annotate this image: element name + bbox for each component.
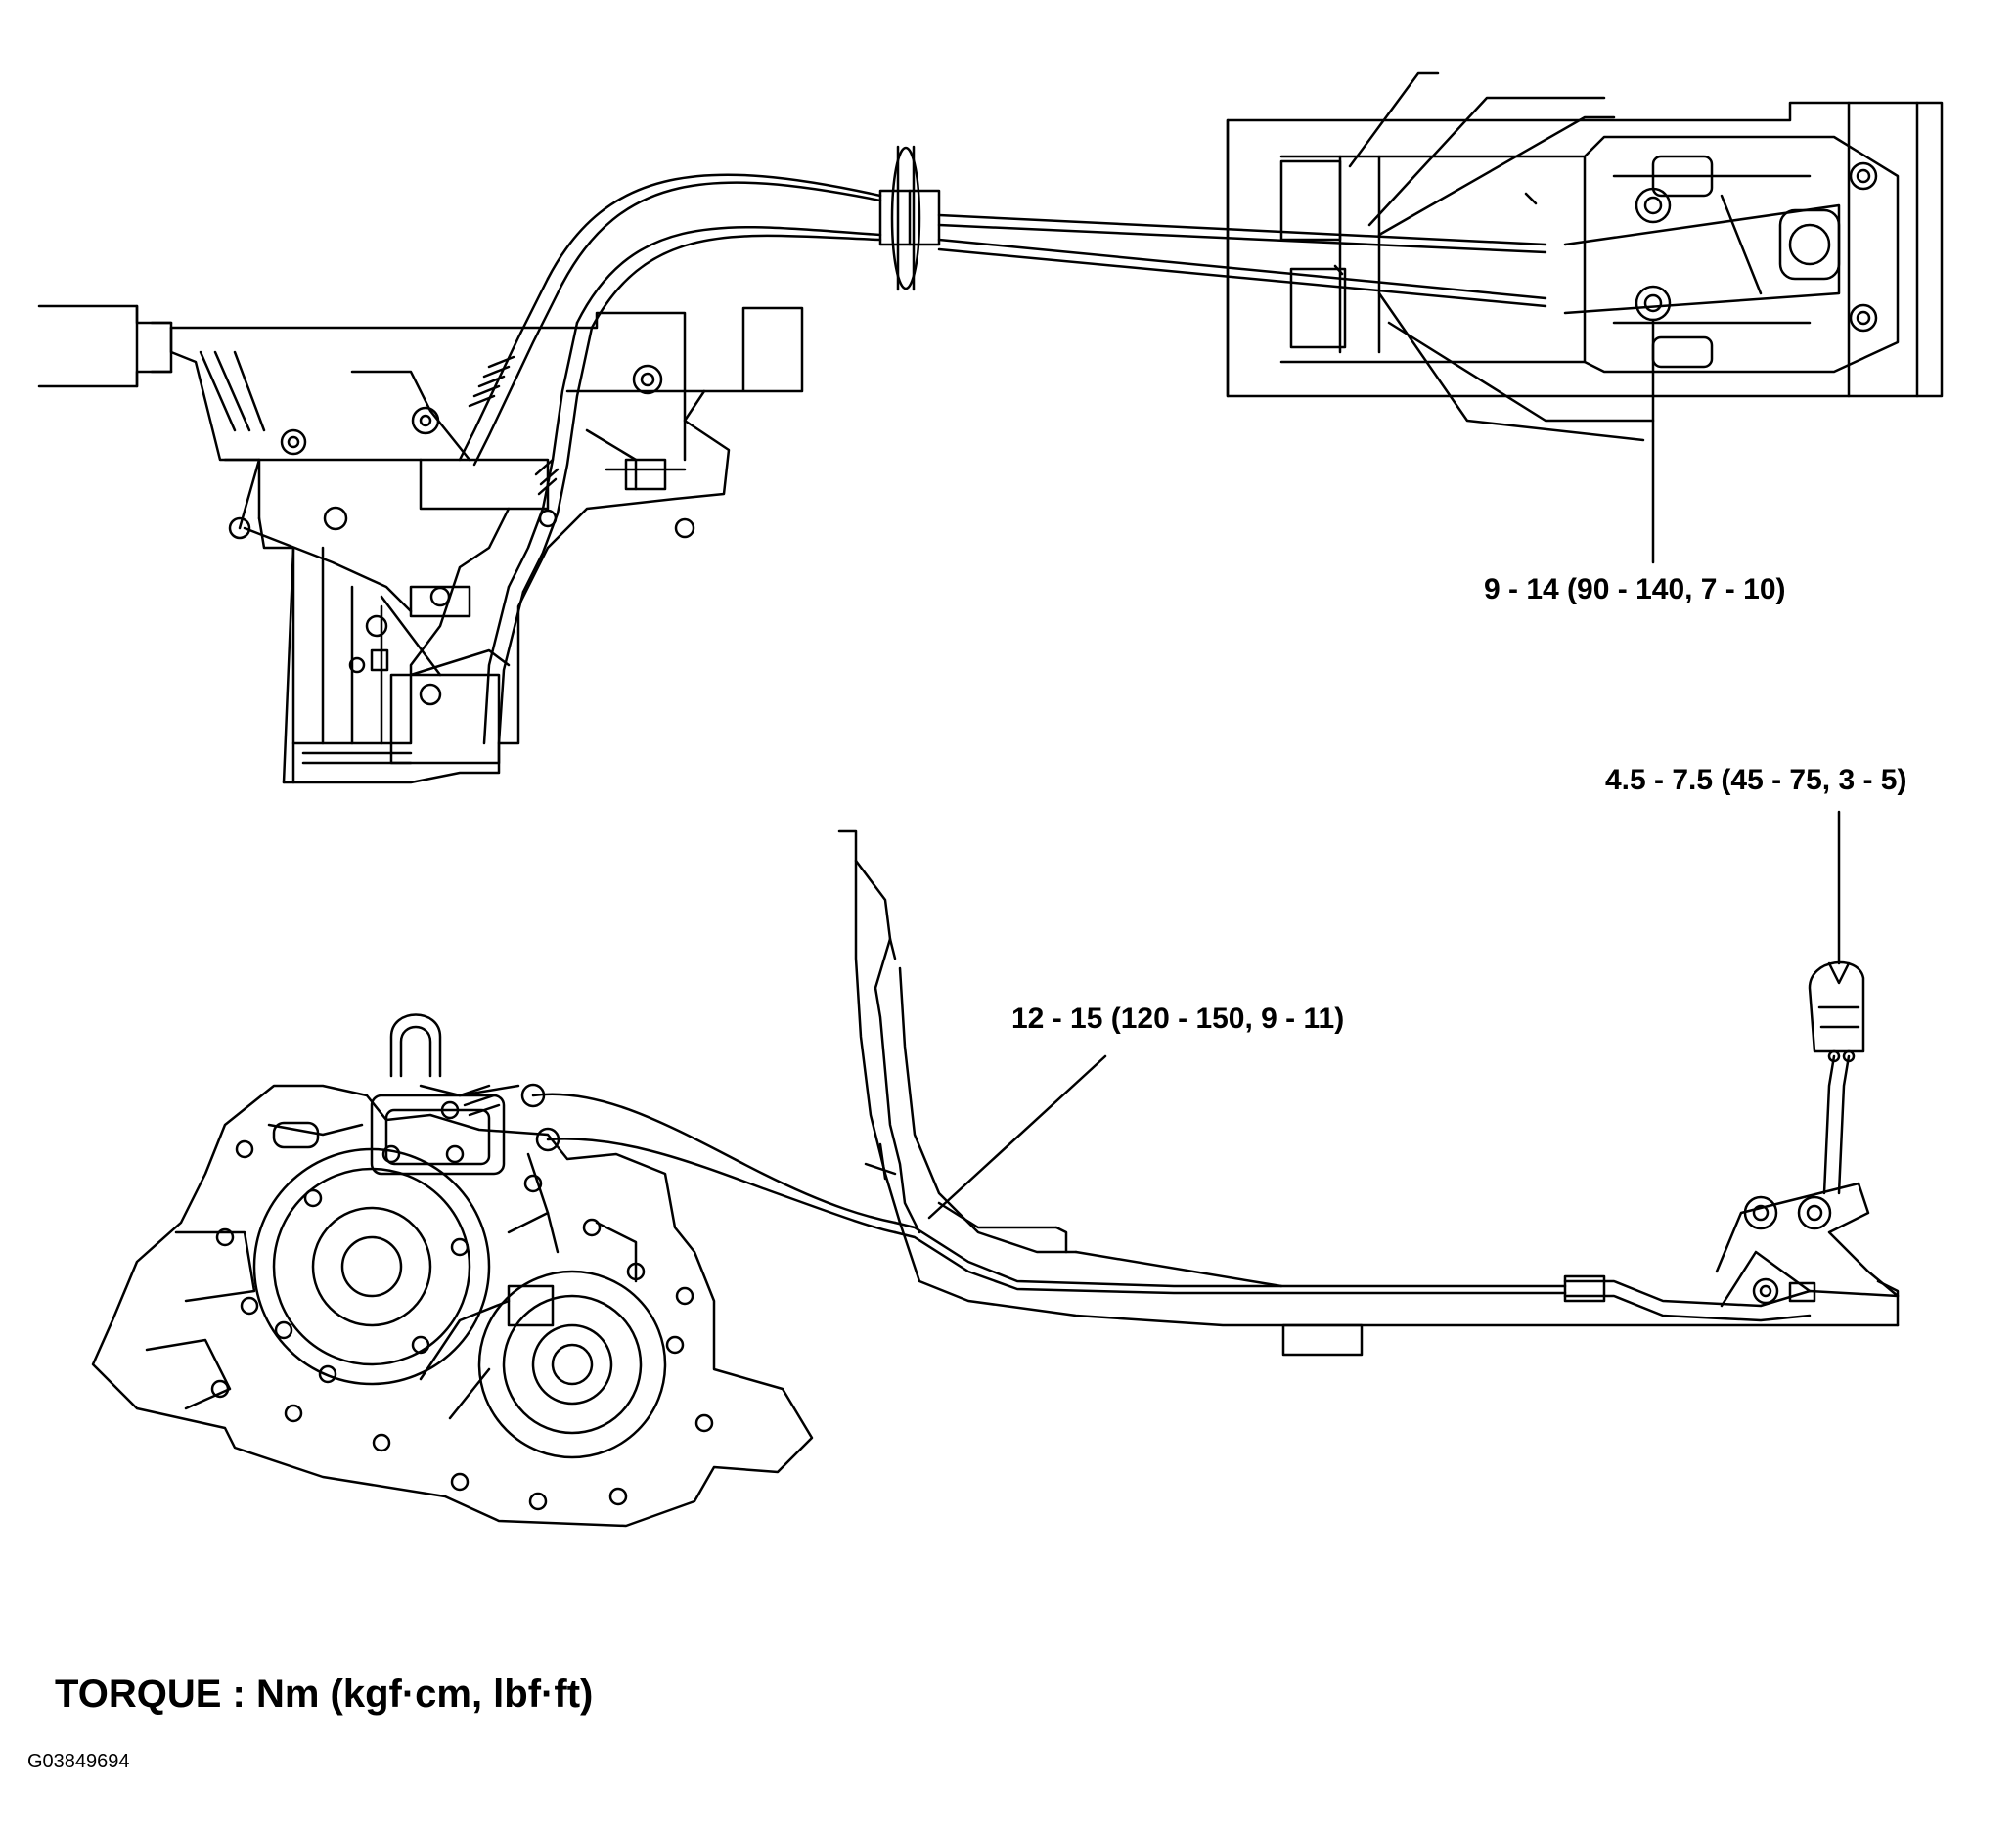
grommet-assembly: [878, 145, 941, 291]
torque-units-legend: TORQUE : Nm (kgf·cm, lbf·ft): [55, 1673, 594, 1716]
torque-callout-shifter-bolt: 9 - 14 (90 - 140, 7 - 10): [1484, 573, 1786, 605]
shifter-base-top-view: [1226, 71, 1944, 442]
floor-panel-section: [837, 829, 1900, 1357]
torque-callout-lever-nut: 4.5 - 7.5 (45 - 75, 3 - 5): [1605, 764, 1907, 796]
transaxle-side-view: [91, 1013, 814, 1528]
leader-bracket-bolt: [927, 1054, 1107, 1220]
shift-cables-top: [546, 173, 1547, 330]
transaxle-top-view: [37, 277, 804, 784]
torque-callout-bracket-bolt: 12 - 15 (120 - 150, 9 - 11): [1011, 1003, 1345, 1035]
shift-lever-assembly: [1563, 960, 1900, 1322]
shift-cables-bottom: [531, 1093, 1567, 1295]
figure-id: G03849694: [27, 1751, 130, 1772]
callout-leaders: [927, 318, 1841, 1220]
